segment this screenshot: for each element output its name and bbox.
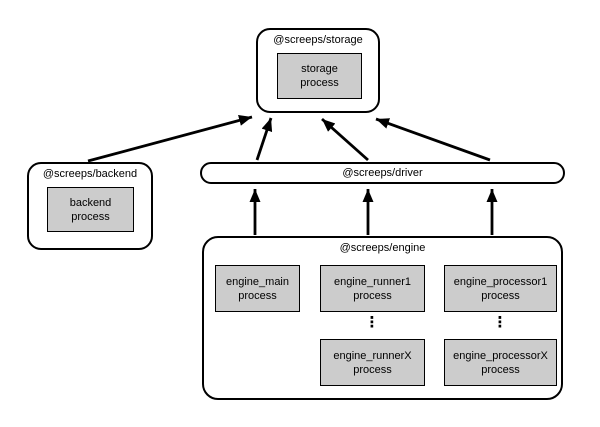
engine-runnerX-process-box: engine_runnerX process bbox=[320, 339, 425, 386]
node-backend: @screeps/backend backend process bbox=[27, 162, 153, 250]
arrow-backend-to-storage bbox=[87, 115, 253, 163]
node-engine-title: @screeps/engine bbox=[339, 242, 426, 254]
backend-process-box: backend process bbox=[47, 187, 134, 232]
engine-runner1-process-box: engine_runner1 process bbox=[320, 265, 425, 312]
node-engine: @screeps/engine engine_main process engi… bbox=[202, 236, 563, 400]
processor-ellipsis: ⋮ bbox=[492, 314, 508, 331]
node-storage-title: @screeps/storage bbox=[273, 34, 363, 46]
engine-processorX-process-box: engine_processorX process bbox=[444, 339, 557, 386]
engine-processor1-process-box: engine_processor1 process bbox=[444, 265, 557, 312]
node-storage: @screeps/storage storage process bbox=[256, 28, 380, 113]
arrow-driver-to-storage-right bbox=[375, 117, 491, 162]
node-driver: @screeps/driver bbox=[200, 162, 565, 184]
node-backend-title: @screeps/backend bbox=[42, 168, 138, 180]
storage-process-box: storage process bbox=[277, 53, 362, 99]
runner-ellipsis: ⋮ bbox=[364, 314, 380, 331]
arrow-driver-to-storage-left bbox=[255, 117, 273, 161]
node-driver-title: @screeps/driver bbox=[342, 166, 423, 179]
engine-main-process-box: engine_main process bbox=[215, 265, 300, 312]
arrow-driver-to-storage-middle bbox=[321, 117, 369, 162]
